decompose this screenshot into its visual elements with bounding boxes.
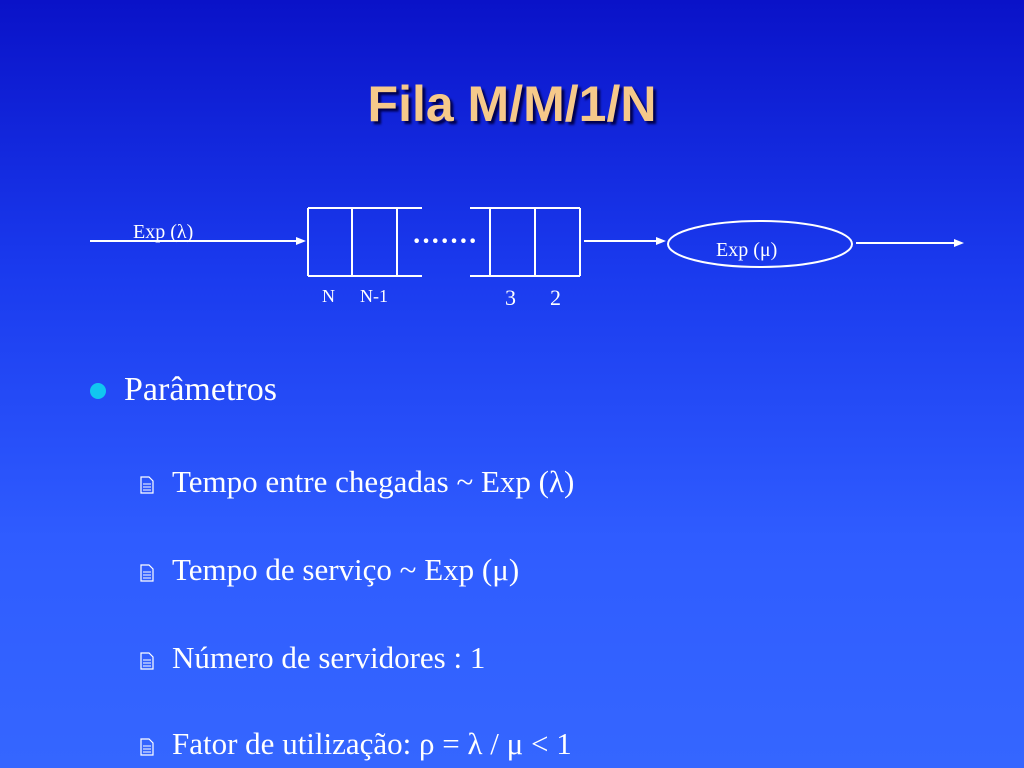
- queue-left-block: [307, 207, 422, 277]
- arrival-label: Exp (λ): [133, 221, 193, 243]
- queue-label-2: 2: [550, 285, 561, 310]
- slide-title: Fila M/M/1/N: [367, 76, 657, 132]
- queue-label-3: 3: [505, 285, 516, 310]
- queue-label-n: N: [322, 286, 335, 306]
- server-ellipse: [667, 220, 853, 268]
- queue-right-block: [470, 207, 581, 277]
- arrival-arrow: [90, 237, 306, 245]
- queue-ellipsis: ·······: [412, 226, 477, 257]
- queue-to-server-arrow: [584, 237, 666, 245]
- queue-label-n-1: N-1: [360, 286, 388, 306]
- service-label: Exp (μ): [716, 239, 777, 261]
- departure-arrow: [856, 239, 964, 247]
